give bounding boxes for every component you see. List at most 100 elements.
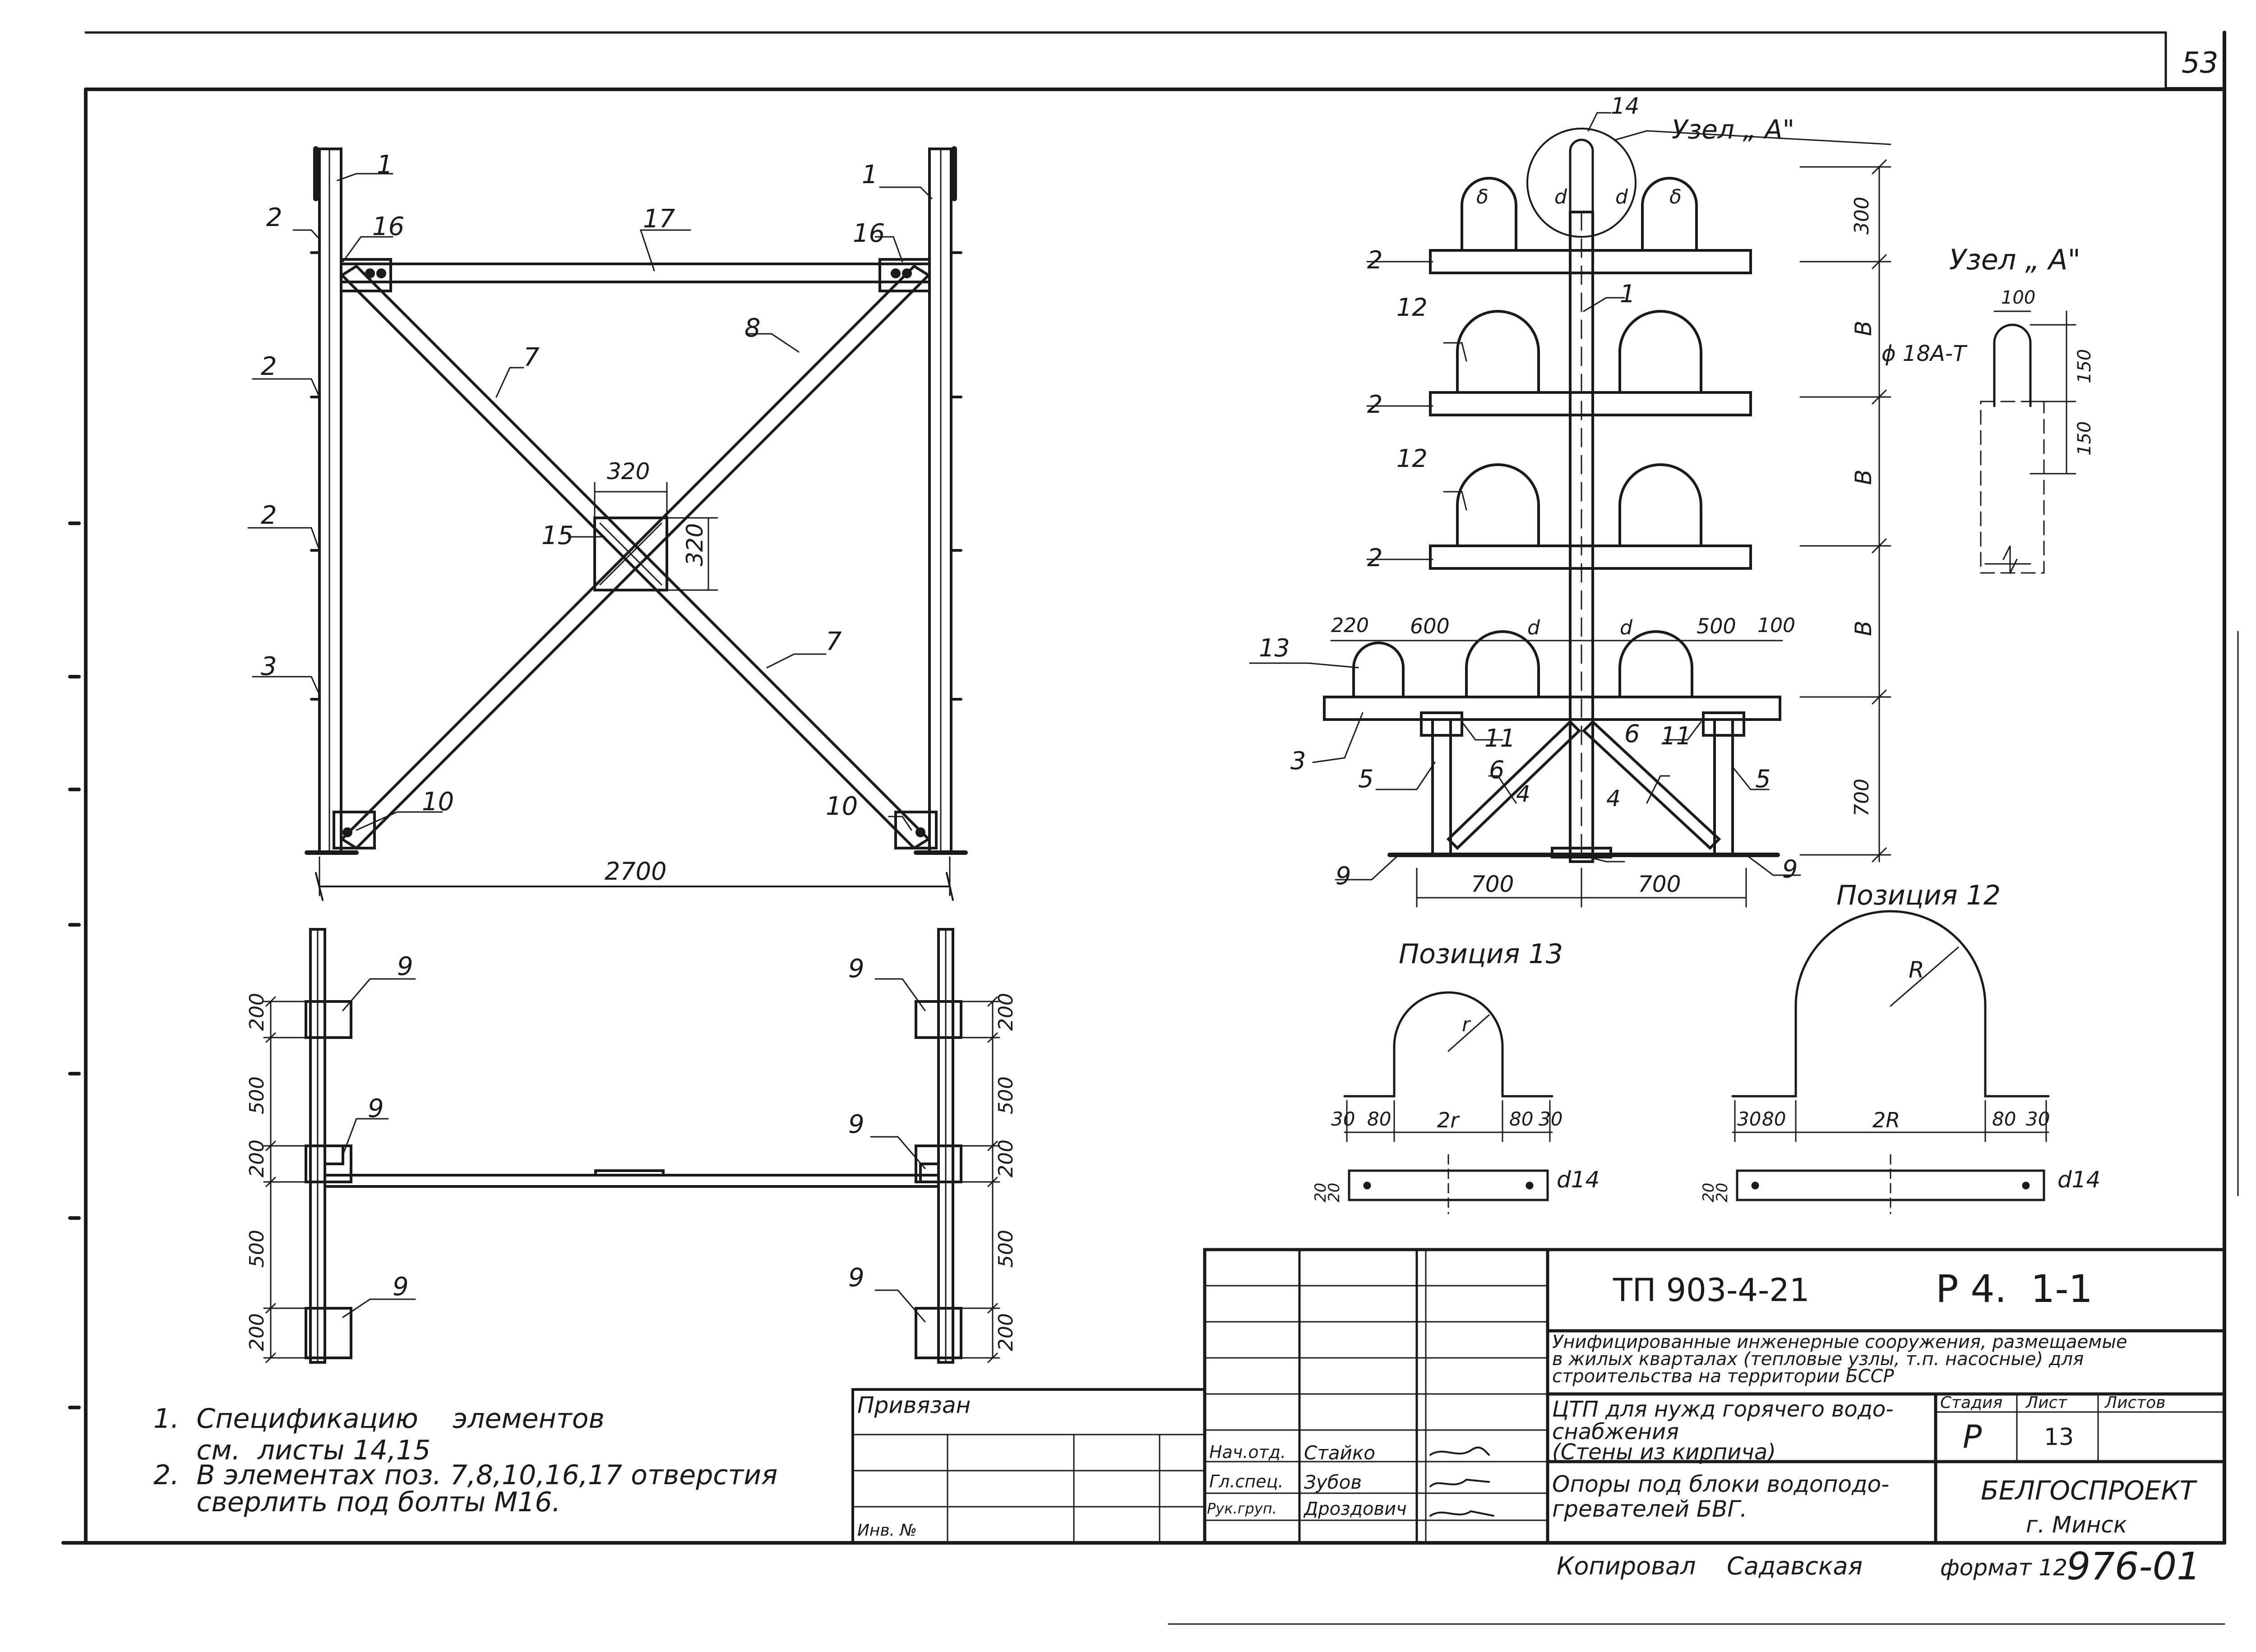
note-line-3: 2. В элементах поз. 7,8,10,16,17 отверст… (153, 1459, 778, 1491)
plan-dim-right-2: 500 (994, 1076, 1017, 1114)
node-a-title: Узел „ А" (1949, 243, 2080, 276)
sec-callout-12-b: 12 (1396, 444, 1428, 473)
sec-dim-bottom-700-left: 700 (1471, 871, 1514, 897)
pos12-hole: d14 (2057, 1167, 2101, 1193)
callout-1-left: 1 (377, 150, 393, 180)
pos12-dim-80-right: 80 (1992, 1108, 2016, 1130)
sec-callout-11-right: 11 (1660, 722, 1692, 750)
sig-role-1: Нач.отд. (1209, 1442, 1286, 1462)
plan-callout-9-5: 9 (848, 1110, 864, 1139)
plan-view-geometry (263, 928, 1000, 1364)
inv-label: Инв. № (857, 1521, 917, 1540)
pos13-geometry (1343, 991, 1553, 1214)
plan-callout-9-2: 9 (368, 1094, 384, 1123)
sec-dim-right-b1: B (1850, 320, 1877, 336)
sig-role-2: Гл.спец. (1209, 1472, 1284, 1491)
sec-callout-2-b: 2 (1367, 390, 1383, 419)
plan-callout-9-3: 9 (393, 1272, 409, 1301)
sig-name-3: Дроздович (1304, 1499, 1407, 1519)
plan-dim-left-2: 500 (245, 1076, 268, 1114)
pos13-dim-30-right: 30 (1539, 1108, 1563, 1130)
sheet-code: Р 4. 1-1 (1936, 1267, 2093, 1311)
sec-callout-3: 3 (1290, 747, 1306, 775)
sec-callout-13: 13 (1259, 634, 1290, 662)
note-line-1: 1. Спецификацию элементов (153, 1403, 605, 1435)
callout-2-left-2: 2 (261, 352, 277, 381)
sec-callout-11-left: 11 (1484, 724, 1516, 752)
sec-callout-5-right: 5 (1755, 765, 1771, 793)
note-line-4: сверлить под болты М16. (153, 1486, 561, 1518)
dim-320-vertical: 320 (682, 523, 708, 566)
privyazan-label: Привязан (857, 1392, 971, 1418)
dim-320-horizontal: 320 (607, 458, 650, 485)
sec-mark-d-1: d (1554, 185, 1567, 208)
pos12-dim-30-left: 30 (1737, 1108, 1761, 1130)
description-line-1: Унифицированные инженерные сооружения, р… (1552, 1332, 2127, 1352)
plan-dim-right-3: 200 (994, 1140, 1017, 1177)
plan-dim-left-3: 200 (245, 1140, 268, 1177)
plan-dim-right-4: 500 (994, 1230, 1017, 1268)
callout-2-left-top: 2 (266, 203, 282, 232)
sec-mark-d-2: d (1615, 185, 1628, 208)
pos12-dim-2r: 2R (1872, 1108, 1900, 1132)
sec-callout-4-left: 4 (1516, 781, 1530, 807)
sheet-header: Лист (2026, 1394, 2067, 1412)
organization: БЕЛГОСПРОЕКТ (1981, 1475, 2196, 1506)
section-view-geometry (1249, 112, 1891, 908)
pos13-dim-80-right: 80 (1509, 1108, 1534, 1130)
node-a-dim-150-bottom: 150 (2074, 421, 2095, 456)
margin-ticks (68, 521, 81, 1409)
description-line-2: в жилых кварталах (тепловые узлы, т.п. н… (1552, 1349, 2084, 1370)
plan-dim-left-1: 200 (245, 993, 268, 1031)
plan-dim-left-4: 500 (245, 1230, 268, 1268)
pos13-radius: r (1462, 1013, 1470, 1036)
sec-mark-delta-2: δ (1669, 185, 1682, 208)
front-view-geometry (247, 146, 968, 901)
sec-dim-top-500: 500 (1697, 614, 1736, 638)
sig-name-1: Стайко (1304, 1442, 1375, 1464)
pos13-hole: d14 (1557, 1167, 1600, 1193)
pos13-title: Позиция 13 (1399, 938, 1563, 970)
node-a-dia: ϕ 18А-Т (1882, 341, 1966, 366)
project-code: ТП 903-4-21 (1613, 1272, 1810, 1309)
pos12-side-dim-2: 20 (1713, 1182, 1731, 1202)
pos13-dim-30-left: 30 (1331, 1108, 1355, 1130)
object-title-3: (Стены из кирпича) (1552, 1440, 1776, 1465)
sec-callout-6-right: 6 (1624, 720, 1640, 748)
node-a-geometry (1980, 310, 2076, 574)
sec-dim-right-300: 300 (1850, 197, 1873, 235)
sec-mark-d-4: d (1620, 616, 1632, 639)
stage-value: Р (1963, 1418, 1982, 1455)
sec-callout-6-left: 6 (1489, 756, 1505, 784)
dim-overall-width: 2700 (605, 857, 667, 886)
sec-callout-9-left: 9 (1336, 862, 1351, 890)
sig-role-3: Рук.груп. (1207, 1500, 1277, 1517)
pos13-dim-80-left: 80 (1367, 1108, 1392, 1130)
drawing-title-2: гревателей БВГ. (1552, 1496, 1747, 1522)
sec-dim-top-600: 600 (1410, 614, 1450, 638)
sec-dim-bottom-700-right: 700 (1638, 871, 1681, 897)
callout-16-right: 16 (853, 219, 885, 248)
sec-callout-5-left: 5 (1358, 765, 1374, 793)
sec-callout-9-right: 9 (1782, 855, 1798, 883)
sec-callout-12-a: 12 (1396, 293, 1428, 322)
copied-by: Копировал Садавская (1557, 1552, 1863, 1580)
sheet-value: 13 (2044, 1424, 2074, 1451)
city: г. Минск (2026, 1512, 2127, 1538)
pos13-dim-2r: 2r (1437, 1108, 1459, 1132)
object-title-2: снабжения (1552, 1419, 1679, 1444)
pos13-side-dim-2: 20 (1325, 1182, 1343, 1202)
callout-2-left-3: 2 (261, 501, 277, 530)
node-a-dim-100: 100 (2001, 287, 2036, 308)
sec-callout-2-a: 2 (1367, 246, 1383, 274)
sheets-header: Листов (2105, 1394, 2166, 1412)
sig-name-2: Зубов (1304, 1471, 1362, 1493)
sec-dim-right-b2: B (1850, 469, 1877, 485)
sheet-number: 53 (2182, 46, 2219, 80)
callout-10-left: 10 (422, 787, 454, 817)
callout-10-right: 10 (826, 792, 858, 821)
sec-dim-top-100: 100 (1757, 614, 1795, 637)
drawing-number: 976-01 (2066, 1544, 2201, 1588)
title-block-geometry (851, 1248, 2226, 1545)
